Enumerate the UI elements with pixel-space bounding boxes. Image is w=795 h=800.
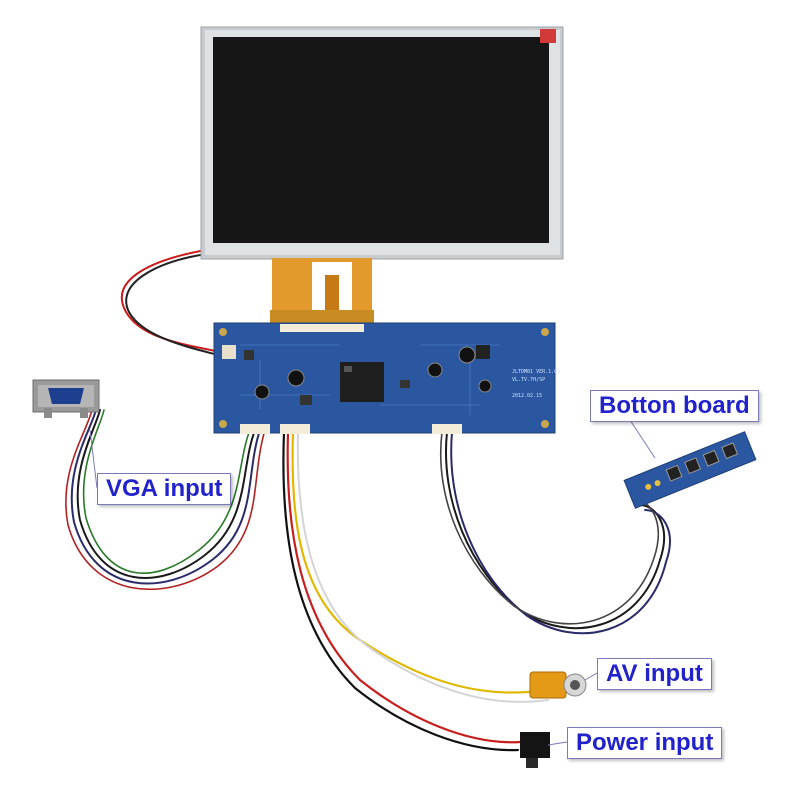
button-board (623, 431, 757, 509)
button-board-label: Botton board (590, 390, 759, 422)
lcd-panel (200, 26, 564, 260)
vga-connector (32, 379, 100, 418)
av-input-label: AV input (597, 658, 712, 690)
power-input-label: Power input (567, 727, 723, 759)
silkscreen-date: 2012.02.15 (512, 393, 542, 399)
button-connector-socket (432, 424, 462, 434)
silkscreen-part: VL.TV.7H/SP (512, 377, 545, 383)
vga-connector-socket (240, 424, 270, 434)
controller-board: JLTDM01 VER.1.03 VL.TV.7H/SP 2012.02.15 (213, 322, 560, 434)
silkscreen-model: JLTDM01 VER.1.03 (512, 369, 560, 375)
power-jack (520, 732, 550, 768)
callout-leaders (89, 419, 656, 746)
vga-input-label: VGA input (97, 473, 232, 505)
cable-harnesses (65, 249, 671, 752)
av-power-connector-socket (280, 424, 310, 434)
lcd-screen (213, 37, 549, 243)
av-rca-jack (529, 671, 587, 699)
flex-cable (270, 258, 374, 324)
protective-film-tab (540, 29, 556, 43)
